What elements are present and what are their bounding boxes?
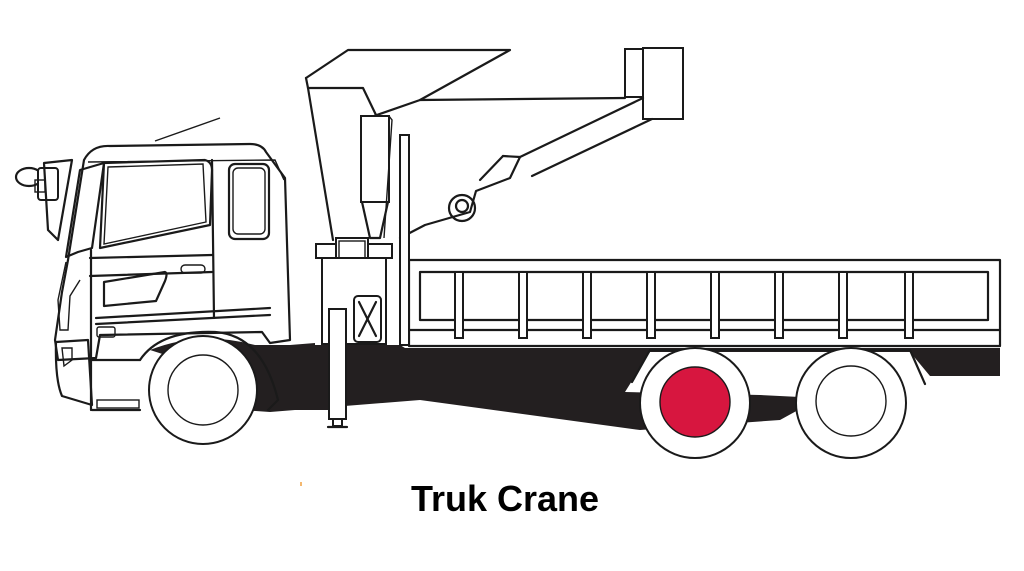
flatbed xyxy=(407,258,1002,386)
cab xyxy=(14,117,292,412)
rear-wheel xyxy=(795,347,907,459)
diagram-caption: Truk Crane xyxy=(0,478,1010,520)
chassis xyxy=(150,338,1000,430)
crane xyxy=(304,47,684,429)
flatbed-posts xyxy=(454,271,914,339)
mirror-icon xyxy=(14,158,74,242)
rear-wheel-highlighted xyxy=(639,347,751,459)
hook-icon xyxy=(447,193,477,223)
caption-text: Truk Crane xyxy=(410,478,600,519)
outrigger xyxy=(326,308,349,429)
front-wheel xyxy=(148,335,258,445)
